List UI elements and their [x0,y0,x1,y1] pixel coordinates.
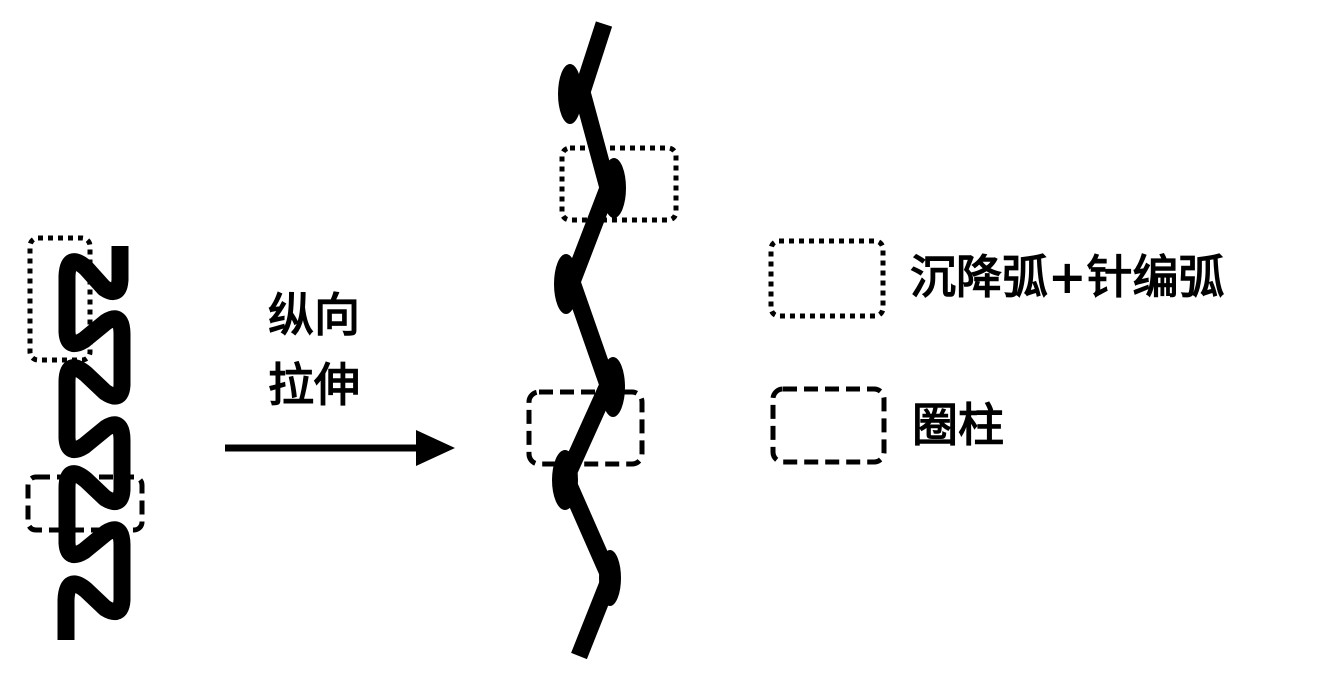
sinker-needle-arc-box-left [27,235,93,363]
stretch-arrow [225,430,455,466]
stretched-loop-chain [552,21,626,660]
loop-pillar-box-left [25,474,145,533]
legend-label-dashed: 圈柱 [912,398,1004,452]
legend-dashed-swatch [770,386,887,465]
unstretched-loop-chain [57,246,131,640]
legend-label-dotted: 沉降弧+针编弧 [910,250,1225,304]
legend-dotted-swatch [768,238,886,319]
arrow-label-line2: 拉伸 [268,358,360,412]
arrow-label-line1: 纵向 [268,288,360,342]
loop-pillar-box-right [526,389,645,467]
